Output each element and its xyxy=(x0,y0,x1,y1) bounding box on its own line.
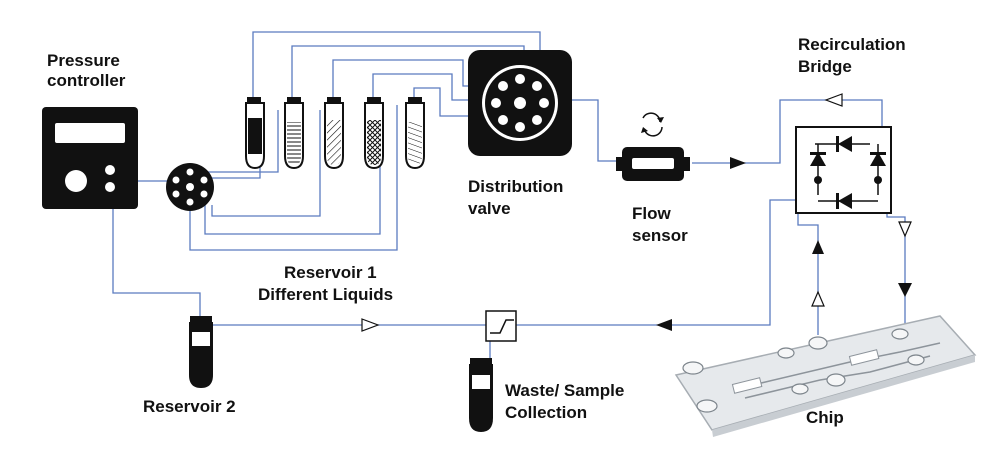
waste-switch-valve xyxy=(485,310,517,342)
reservoir-2-label: Reservoir 2 xyxy=(143,397,236,416)
filled-arrow-down xyxy=(898,283,912,297)
chip-label: Chip xyxy=(806,408,844,427)
open-arrow-left xyxy=(824,93,843,107)
filled-arrow-up xyxy=(812,240,824,254)
bottle-2 xyxy=(284,97,304,170)
bottle-distributor xyxy=(166,163,214,211)
pressure-controller xyxy=(42,107,138,209)
recirculation-bridge xyxy=(795,126,892,214)
bottle-5 xyxy=(405,97,425,170)
filled-arrow-left xyxy=(656,319,672,331)
flow-sensor xyxy=(616,112,690,181)
distribution-valve xyxy=(468,50,572,156)
reservoir-2 xyxy=(189,316,213,388)
flow-arrow-right xyxy=(730,157,746,169)
microfluidic-chip xyxy=(674,315,977,437)
open-arrow-right xyxy=(361,318,380,332)
bottle-4 xyxy=(364,97,384,170)
open-arrow-down-1 xyxy=(898,221,912,238)
liquid-bottles xyxy=(245,97,425,170)
open-arrow-up xyxy=(811,290,825,307)
bottle-3 xyxy=(324,97,344,170)
waste-tube xyxy=(469,358,493,432)
bottle-1 xyxy=(245,97,265,170)
refresh-icon xyxy=(641,112,664,137)
